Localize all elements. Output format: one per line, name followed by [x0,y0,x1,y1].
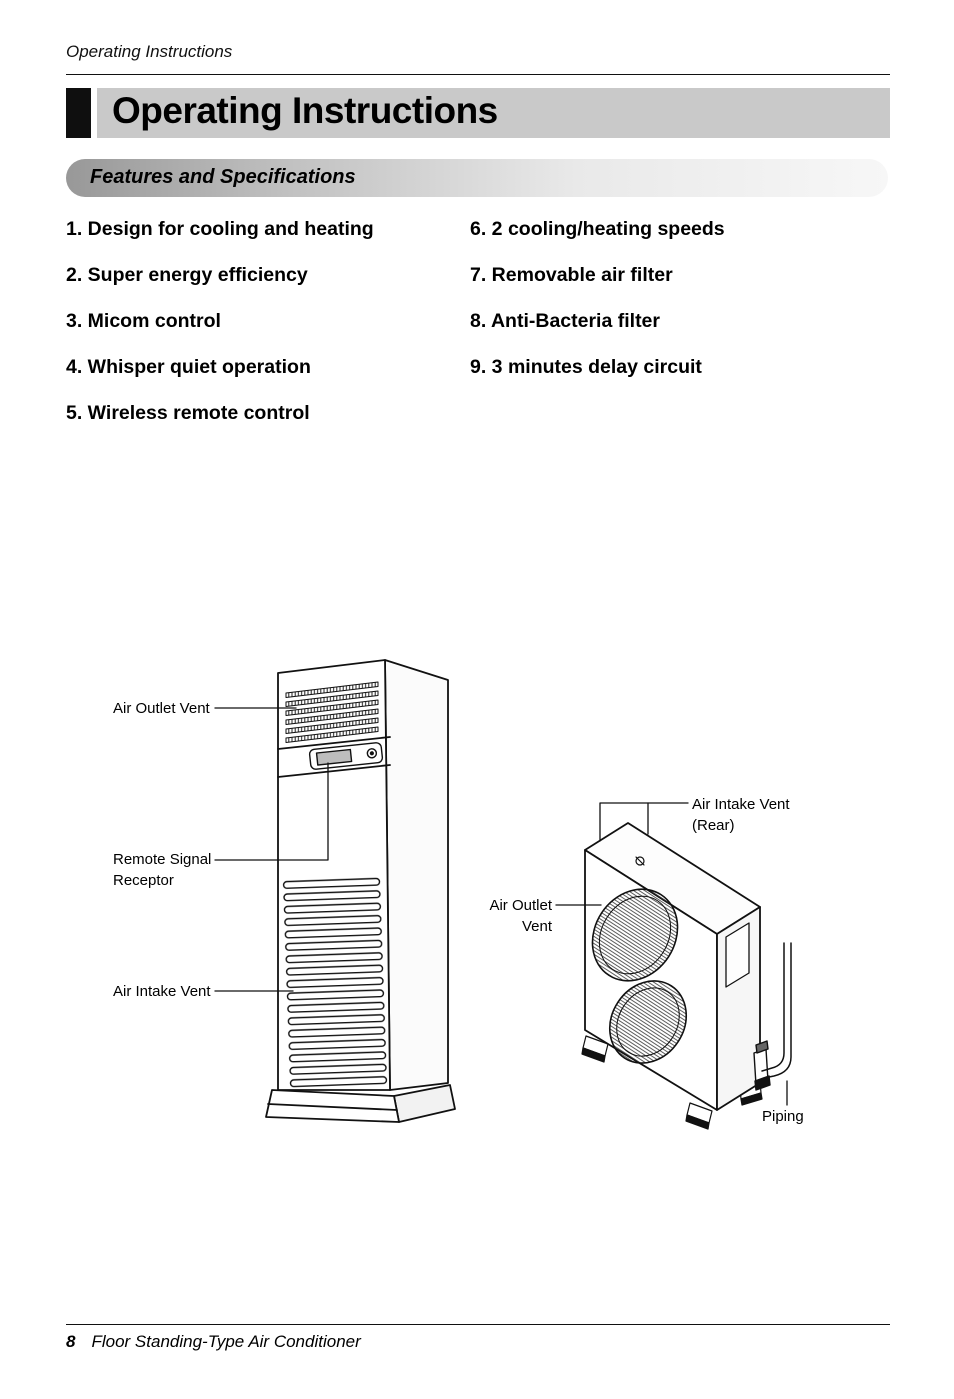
title-background [97,88,890,138]
features-column-left: 1. Design for cooling and heating 2. Sup… [66,218,466,448]
feature-item: 7. Removable air filter [470,264,673,286]
indoor-unit-drawing [214,659,456,1123]
outdoor-air-intake-line1: Air Intake Vent [692,796,790,813]
feature-item: 1. Design for cooling and heating [66,218,374,240]
feature-item: 3. Micom control [66,310,221,332]
page-number: 8 [66,1332,76,1351]
footer-rule [66,1324,890,1325]
section-banner: Features and Specifications [66,159,888,197]
outdoor-unit-drawing [555,802,792,1130]
indoor-air-intake-grille [282,876,388,1089]
outdoor-air-outlet-label: Air Outlet Vent [484,895,552,937]
outdoor-air-intake-line2: (Rear) [692,817,735,834]
feature-item: 5. Wireless remote control [66,402,310,424]
outdoor-air-outlet-line1: Air Outlet [489,897,552,914]
feature-item: 8. Anti-Bacteria filter [470,310,660,332]
remote-signal-receptor-label: Remote Signal Receptor [113,849,211,891]
outdoor-air-intake-leader [599,802,689,842]
title-accent-block [66,88,91,138]
remote-signal-line2: Receptor [113,872,174,889]
ac-units-diagram [214,659,792,1130]
section-banner-title: Features and Specifications [90,166,356,188]
indoor-air-intake-label: Air Intake Vent [113,983,211,1000]
running-head: Operating Instructions [66,42,233,61]
top-handle-detail [635,856,645,866]
page-footer: 8 Floor Standing-Type Air Conditioner [66,1332,361,1352]
outdoor-air-intake-label: Air Intake Vent (Rear) [692,794,790,836]
indoor-air-outlet-louvers [285,681,379,743]
piping-valve [753,1040,771,1091]
feature-item: 6. 2 cooling/heating speeds [470,218,725,240]
feature-item: 4. Whisper quiet operation [66,356,311,378]
features-column-right: 6. 2 cooling/heating speeds 7. Removable… [470,218,890,402]
piping-lines [761,942,792,1079]
outdoor-fan-grilles [591,888,688,1064]
piping-label: Piping [762,1108,804,1125]
indoor-air-outlet-label: Air Outlet Vent [113,700,210,717]
remote-signal-leader [214,762,329,861]
feature-item: 2. Super energy efficiency [66,264,308,286]
remote-signal-line1: Remote Signal [113,851,212,868]
side-access-panel [725,922,750,988]
footer-title: Floor Standing-Type Air Conditioner [91,1332,361,1351]
feature-item: 9. 3 minutes delay circuit [470,356,702,378]
outdoor-air-outlet-line2: Vent [521,918,552,935]
header-rule [66,74,890,75]
page-title: Operating Instructions [112,90,498,131]
title-bar: Operating Instructions [66,88,890,138]
